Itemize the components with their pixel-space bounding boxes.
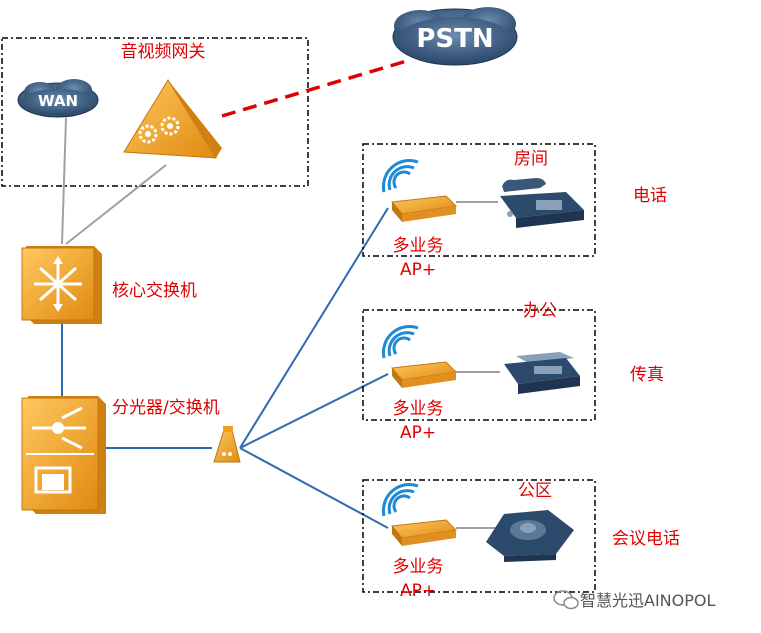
room-label-1: 房间 bbox=[514, 149, 548, 169]
room-box-2 bbox=[362, 309, 596, 421]
wan-label: WAN bbox=[38, 92, 78, 110]
device-label-1: 电话 bbox=[633, 186, 667, 206]
wechat-icon bbox=[553, 590, 579, 610]
desk-phone-icon bbox=[500, 178, 584, 228]
wifi-ap-icon bbox=[381, 483, 458, 546]
ap3-line2: AP+ bbox=[400, 581, 436, 601]
device-label-2: 传真 bbox=[630, 365, 664, 385]
splitter-label: 分光器/交换机 bbox=[112, 398, 220, 418]
ap1-line2: AP+ bbox=[400, 260, 436, 280]
link-gateway-pstn bbox=[221, 58, 411, 118]
link-gateway-core bbox=[65, 164, 167, 245]
ap2-line1: 多业务 bbox=[393, 399, 444, 419]
ap2-line2: AP+ bbox=[400, 423, 436, 443]
room-box-3 bbox=[362, 479, 596, 593]
optical-splitter-icon bbox=[213, 426, 241, 463]
ap3-line1: 多业务 bbox=[393, 557, 444, 577]
link-optical-ap3 bbox=[239, 447, 389, 529]
device-label-3: 会议电话 bbox=[612, 529, 680, 549]
gateway-box-label: 音视频网关 bbox=[121, 42, 206, 62]
gateway-triangle-icon bbox=[123, 79, 222, 159]
gateway-box bbox=[1, 37, 309, 187]
wifi-ap-icon bbox=[381, 325, 458, 388]
ap1-line1: 多业务 bbox=[393, 236, 444, 256]
pstn-label: PSTN bbox=[416, 24, 493, 54]
fax-icon bbox=[504, 352, 580, 394]
conference-phone-icon bbox=[486, 510, 574, 562]
pstn-cloud: PSTN bbox=[392, 7, 518, 66]
core-switch-label: 核心交换机 bbox=[112, 281, 197, 301]
splitter-icon bbox=[21, 396, 106, 514]
room-label-2: 办公 bbox=[523, 301, 557, 321]
wifi-ap-icon bbox=[381, 159, 458, 222]
room-box-1 bbox=[362, 143, 596, 257]
wan-cloud: WAN bbox=[17, 79, 99, 118]
room-label-3: 公区 bbox=[518, 481, 552, 501]
link-wan-core bbox=[61, 117, 67, 245]
watermark: 智慧光迅AINOPOL bbox=[580, 591, 715, 610]
core-switch-icon bbox=[21, 246, 102, 324]
